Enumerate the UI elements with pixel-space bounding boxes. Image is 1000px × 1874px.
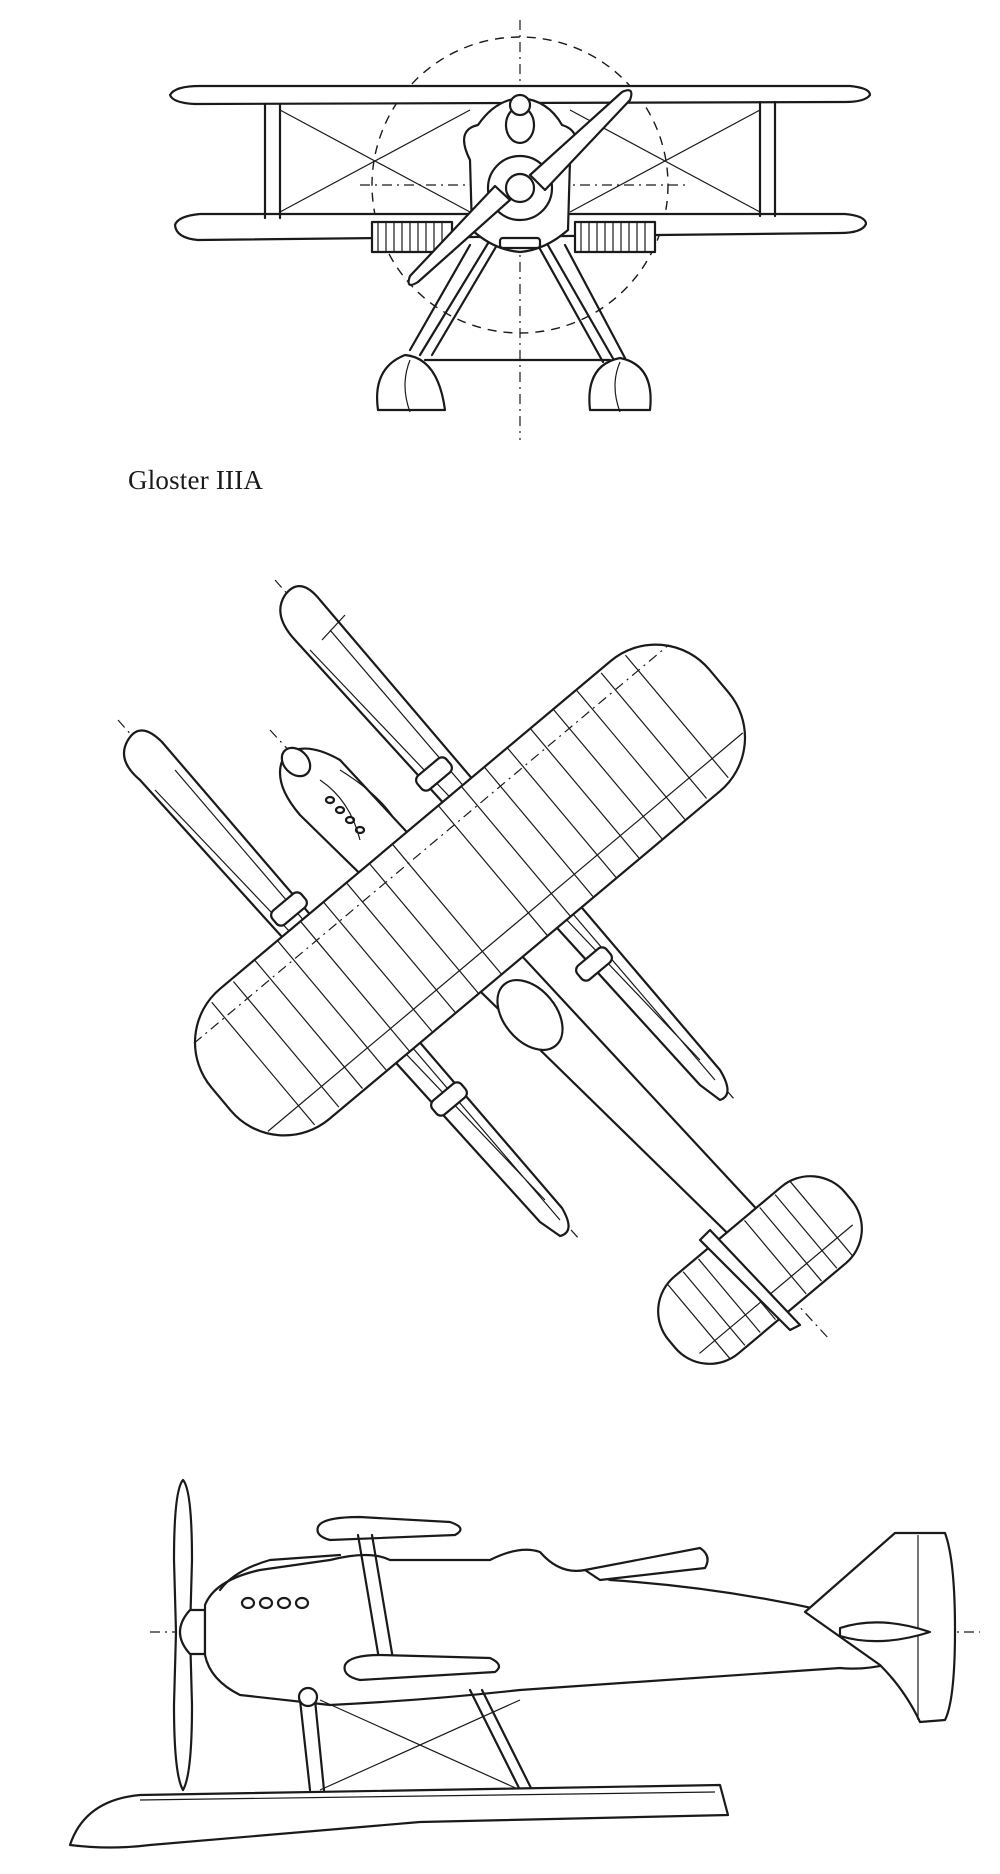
headrest-side [583, 1546, 709, 1582]
exhaust-stubs [324, 795, 366, 835]
interplane-strut-side [356, 1533, 396, 1667]
radiator-chin [498, 236, 542, 250]
float-struts-side [297, 1686, 534, 1792]
float-struts-plan [270, 756, 613, 1117]
fuselage-side [203, 1548, 932, 1707]
float-left [376, 353, 447, 412]
headrest [508, 93, 532, 117]
float-side [68, 1783, 730, 1849]
top-view [117, 579, 863, 1365]
spinner-side [178, 1608, 207, 1656]
upper-wing-side [316, 1515, 462, 1542]
upper-wing-plan [193, 643, 747, 1137]
spinner-plan [280, 746, 312, 778]
front-view [168, 20, 872, 440]
wing-radiator-right [573, 220, 657, 254]
tailplane-side [838, 1621, 932, 1643]
exhaust-ports-side [240, 1596, 310, 1610]
side-view [68, 1478, 980, 1849]
fin-plan [698, 1228, 802, 1332]
float-struts [408, 238, 627, 364]
cockpit-plan [496, 978, 564, 1052]
tailplane-plan [657, 1175, 863, 1365]
propeller-blade-lower [407, 184, 512, 286]
lower-wing-side [343, 1653, 501, 1682]
float-right [588, 356, 652, 412]
propeller-blade-upper [528, 89, 633, 192]
spinner-hub [504, 172, 536, 204]
aircraft-title: Gloster IIIA [128, 465, 264, 495]
